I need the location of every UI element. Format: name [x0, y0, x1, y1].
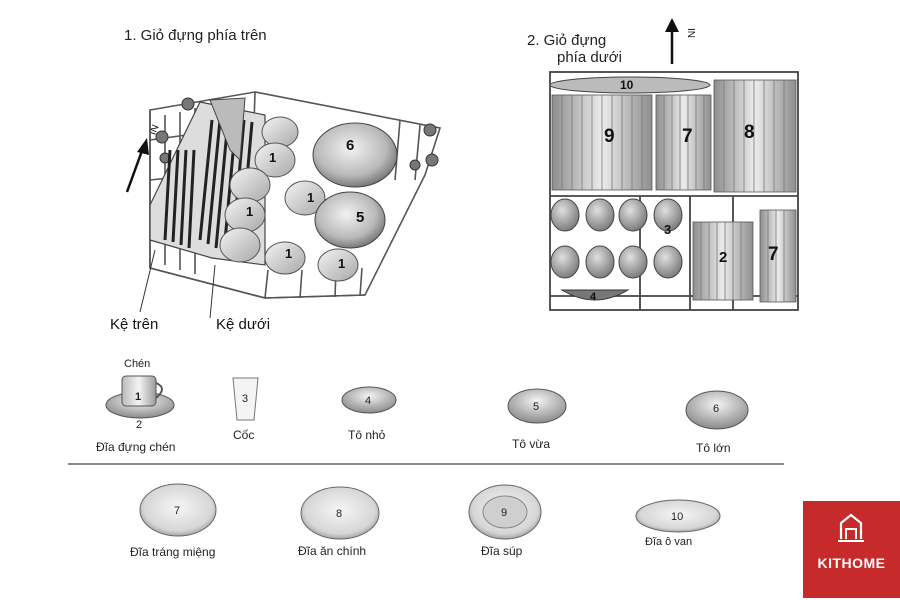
top-num-1e: 1 [338, 256, 345, 271]
top-cups [219, 116, 359, 282]
top-num-5: 5 [356, 209, 364, 226]
house-icon [838, 513, 864, 542]
bottom-num-10: 10 [620, 78, 634, 92]
legend-num-2: 2 [136, 419, 142, 431]
top-num-1b: 1 [307, 190, 314, 205]
top-num-1a: 1 [269, 150, 276, 165]
legend-num-1: 1 [135, 391, 141, 403]
top-num-6: 6 [346, 137, 354, 154]
bottom-in-arrow-icon [665, 18, 679, 64]
legend-label-dia-sup: Đĩa súp [481, 544, 523, 558]
top-bowl-5 [314, 191, 386, 249]
bottom-bowl-4 [560, 289, 630, 301]
large-bowl-icon [685, 390, 749, 430]
bottom-oval-plate-10 [549, 76, 711, 94]
legend-label-dia-dung-chen: Đĩa đựng chén [96, 440, 176, 454]
top-num-1c: 1 [246, 204, 253, 219]
legend-label-coc: Cốc [233, 428, 255, 442]
brand-name: KITHOME [817, 555, 886, 571]
cup-with-handle-icon [121, 375, 157, 407]
bottom-num-4: 4 [590, 291, 597, 303]
top-bowl-6 [312, 122, 398, 188]
legend-label-dia-trang-mieng: Đĩa tráng miệng [130, 545, 216, 559]
oval-plate-icon [635, 499, 721, 533]
legend-label-dia-o-van: Đĩa ô van [645, 536, 693, 548]
bottom-num-7b: 7 [768, 244, 779, 265]
bottom-plates-7a [655, 94, 712, 191]
bottom-plates-8 [713, 79, 797, 193]
top-in-arrow-icon [125, 138, 149, 193]
legend-num-3: 3 [242, 393, 248, 405]
legend-label-chen: Chén [124, 358, 151, 370]
legend-divider [68, 463, 784, 465]
legend-num-7: 7 [174, 505, 180, 517]
legend-label-to-lon: Tô lớn [696, 441, 731, 455]
lower-rack-pointer [209, 264, 216, 319]
lower-rack-label: Kệ dưới [216, 316, 271, 333]
legend-num-10: 10 [671, 511, 683, 523]
kithome-logo: KITHOME [803, 501, 900, 598]
bottom-cups [550, 198, 683, 279]
bottom-num-9: 9 [604, 126, 615, 147]
upper-rack-label: Kệ trên [110, 316, 159, 333]
small-bowl-icon [341, 386, 397, 414]
bottom-plates-7b [759, 209, 797, 303]
legend-num-9: 9 [501, 507, 507, 519]
bottom-plates-2 [692, 221, 754, 301]
bottom-plates-9 [551, 94, 653, 191]
rack-knobs [155, 97, 439, 171]
bottom-in-label: IN [685, 28, 696, 38]
bottom-num-2: 2 [719, 249, 727, 266]
legend-num-5: 5 [533, 401, 539, 413]
glass-icon [232, 377, 259, 421]
legend-label-dia-an-chinh: Đĩa ăn chính [298, 544, 367, 558]
dessert-plate-icon [139, 483, 217, 537]
top-num-1d: 1 [285, 246, 292, 261]
bottom-basket-title-line2: phía dưới [557, 49, 622, 66]
upper-rack-pointer [139, 249, 156, 313]
legend-num-8: 8 [336, 508, 342, 520]
legend-label-to-nho: Tô nhỏ [348, 428, 386, 442]
legend-label-to-vua: Tô vừa [512, 437, 551, 451]
soup-plate-well [482, 495, 528, 529]
top-basket-title: 1. Giỏ đựng phía trên [124, 27, 267, 44]
bottom-num-8: 8 [744, 122, 755, 143]
legend-num-4: 4 [365, 395, 371, 407]
dinner-plate-icon [300, 486, 380, 540]
medium-bowl-icon [507, 388, 567, 424]
bottom-basket-title-line1: 2. Giỏ đựng [527, 32, 607, 49]
bottom-rack-frame [549, 71, 799, 311]
bottom-num-7a: 7 [682, 126, 693, 147]
bottom-num-3: 3 [664, 222, 671, 237]
legend-num-6: 6 [713, 403, 719, 415]
